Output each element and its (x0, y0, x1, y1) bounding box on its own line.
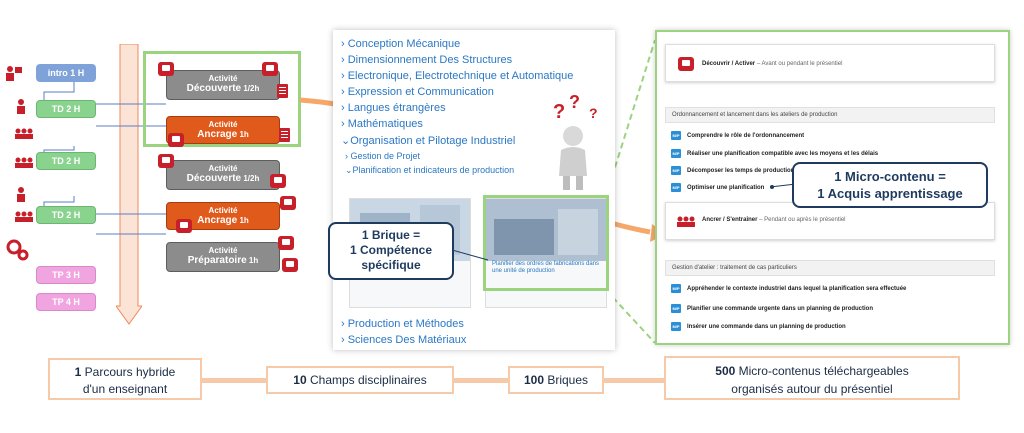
menu-item[interactable]: › Sciences Des Matériaux (341, 334, 467, 346)
zoom-line-top (605, 39, 656, 197)
micro-content-icon: M/P (671, 183, 681, 192)
activity-discover-box[interactable]: Découvrir / Activer – Avant ou pendant l… (665, 44, 995, 82)
micro-content-icon: M/P (671, 166, 681, 175)
stat-micro-contenus: 500 Micro-contenus téléchargeables organ… (664, 356, 960, 400)
callout-micro-contenu: 1 Micro-contenu = 1 Acquis apprentissage (792, 162, 988, 208)
video-icon (158, 154, 174, 168)
gears-icon (6, 239, 29, 261)
video-icon (176, 219, 192, 233)
session-tp-1[interactable]: TP 3 H (36, 266, 96, 284)
bottom-connector (602, 378, 668, 383)
document-icon (277, 84, 288, 98)
session-tp-2[interactable]: TP 4 H (36, 293, 96, 311)
micro-content-icon: M/P (671, 284, 681, 293)
menu-item[interactable]: › Production et Méthodes (341, 318, 464, 330)
activity-decouverte-2[interactable]: Activité Découverte 1/2h (166, 160, 280, 190)
play-icon (262, 62, 278, 76)
menu-item[interactable]: › Dimensionnement Des Structures (341, 54, 513, 66)
callout-brique: 1 Brique = 1 Compétence spécifique (328, 222, 454, 280)
video-icon (282, 258, 298, 272)
thinking-figure-illustration: ? ? ? (553, 92, 598, 190)
play-icon (270, 174, 286, 188)
micro-content-icon: M/P (671, 304, 681, 313)
highlight-frame-left (143, 51, 301, 147)
video-icon (168, 133, 184, 147)
micro-content-icon: M/P (671, 149, 681, 158)
menu-item[interactable]: › Langues étrangères (341, 102, 446, 114)
menu-item[interactable]: › Electronique, Electrotechnique et Auto… (341, 70, 574, 82)
callout-brique-pointer (452, 249, 489, 261)
document-icon (279, 128, 290, 142)
stat-briques: 100 Briques (508, 366, 604, 394)
highlight-frame-card (483, 195, 609, 291)
group-icon (15, 128, 33, 139)
group-icon (15, 157, 33, 168)
play-icon (278, 236, 294, 250)
submenu-item-expanded[interactable]: ⌄Planification et indicateurs de product… (345, 165, 515, 175)
teacher-icon (17, 99, 25, 114)
micro-content-icon: M/P (671, 322, 681, 331)
menu-item[interactable]: › Conception Mécanique (341, 38, 461, 50)
section-header: Gestion d'atelier : traitement de cas pa… (665, 260, 995, 276)
activity-ancrage-1[interactable]: Activité Ancrage 1h (166, 116, 280, 144)
submenu-item[interactable]: › Gestion de Projet (345, 151, 421, 161)
connector-lines (43, 82, 166, 235)
catalog-panel: › Conception Mécanique › Dimensionnement… (333, 30, 615, 350)
callout-micro-pointer (770, 183, 797, 189)
activity-preparatoire[interactable]: Activité Préparatoire 1h (166, 242, 280, 272)
card-image (486, 199, 606, 261)
video-icon (678, 57, 694, 71)
card-caption: Planifier des ordres de fabrications dan… (492, 261, 600, 274)
teacher-icon (6, 66, 22, 81)
svg-text:?: ? (553, 101, 565, 123)
menu-item[interactable]: › Mathématiques (341, 118, 423, 130)
teacher-icon (17, 187, 25, 202)
stat-champs: 10 Champs disciplinaires (266, 366, 454, 394)
menu-item[interactable]: › Expression et Communication (341, 86, 494, 98)
svg-text:?: ? (589, 105, 598, 121)
session-td-1[interactable]: TD 2 H (36, 100, 96, 118)
quiz-icon (280, 196, 296, 210)
video-icon (158, 62, 174, 76)
group-icon (677, 216, 695, 227)
bottom-connector (202, 378, 272, 383)
svg-text:?: ? (569, 92, 580, 112)
activity-decouverte-1[interactable]: Activité Découverte 1/2h (166, 70, 280, 100)
stat-parcours: 1 Parcours hybride d'un enseignant (48, 358, 202, 400)
menu-item-expanded[interactable]: ⌄Organisation et Pilotage Industriel (341, 135, 516, 147)
session-td-2[interactable]: TD 2 H (36, 152, 96, 170)
bottom-connector (452, 378, 514, 383)
timeline-arrow (116, 44, 142, 325)
session-intro[interactable]: intro 1 H (36, 64, 96, 82)
session-td-3[interactable]: TD 2 H (36, 206, 96, 224)
section-header: Ordonnancement et lancement dans les ate… (665, 107, 995, 123)
micro-content-icon: M/P (671, 131, 681, 140)
group-icon (15, 211, 33, 222)
